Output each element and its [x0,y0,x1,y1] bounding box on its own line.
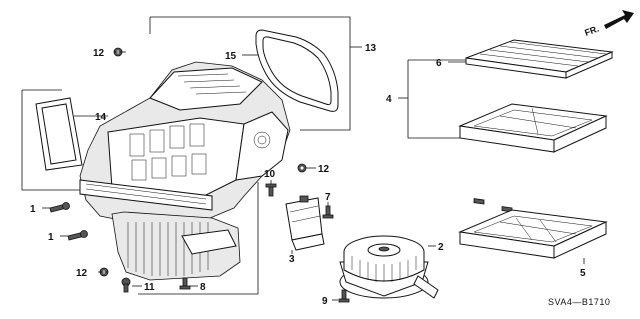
screw-icon [67,230,88,241]
callout-11: 11 [144,282,155,293]
callout-4: 4 [386,94,392,105]
callout-12: 12 [76,268,88,279]
part-15-gasket [255,29,339,112]
callout-labels: 12 15 13 14 1 1 12 10 7 3 2 4 6 5 12 11 … [30,43,586,307]
part-6-filter-element [465,39,614,79]
callout-10: 10 [264,169,276,180]
callout-12: 12 [93,48,105,59]
callout-6: 6 [436,58,442,69]
screw-icon [338,289,350,303]
screw-icon [179,277,191,290]
part-4-filter-frame [458,103,608,213]
callout-1: 1 [48,232,54,243]
screw-icon [49,202,70,213]
callout-9: 9 [322,296,328,307]
callout-8: 8 [200,282,206,293]
front-arrow-icon [604,10,634,29]
bolt-icon [121,277,131,293]
nut-icon [297,163,307,173]
callout-7: 7 [325,192,331,203]
blower-housing-assembly [79,61,291,281]
part-2-blower-motor [339,235,439,299]
part-14-seal [35,97,83,171]
screw-icon [322,205,334,219]
callout-5: 5 [580,268,586,279]
screw-icon [265,183,277,197]
part-5-filter-frame [458,209,608,259]
callout-2: 2 [438,242,444,253]
callout-15: 15 [225,51,237,62]
callout-12: 12 [318,164,330,175]
callout-1: 1 [30,204,36,215]
part-3-actuator [285,195,325,251]
diagram-code: SVA4—B1710 [548,297,610,307]
front-direction-indicator: FR. [583,10,634,38]
callout-14: 14 [95,112,107,123]
callout-3: 3 [289,254,295,265]
leader-lines [42,51,585,301]
front-direction-label: FR. [583,24,600,38]
bracket-lines [21,16,466,295]
callout-13: 13 [365,43,377,54]
